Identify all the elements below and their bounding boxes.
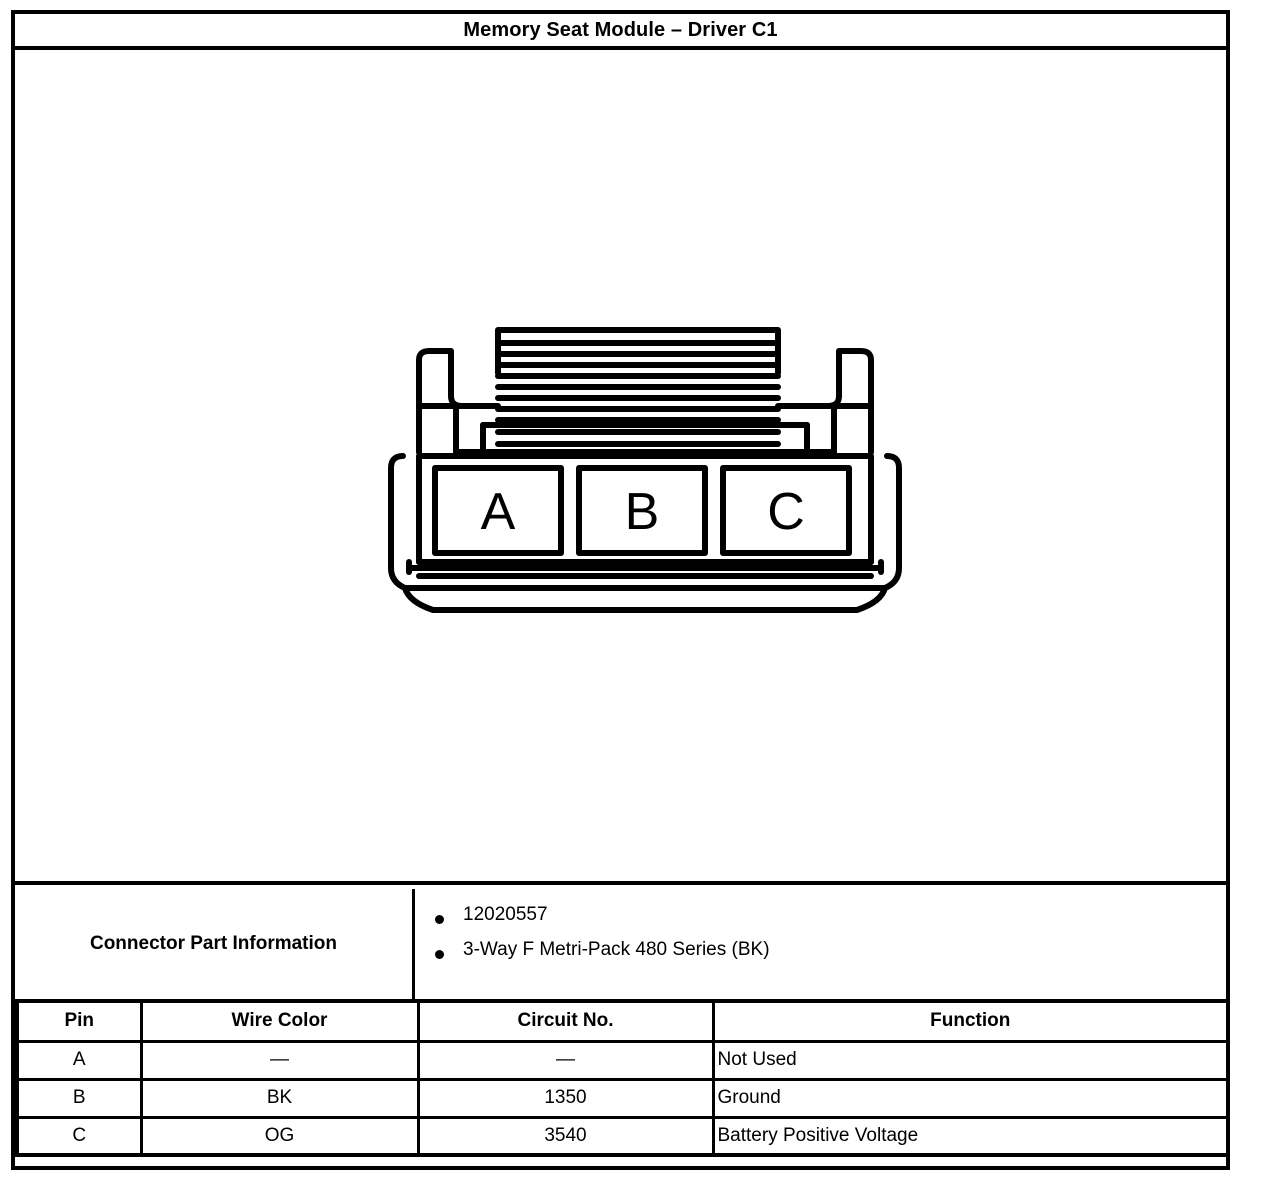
cell-pin: C [15, 1115, 143, 1157]
cell-pin: A [15, 1039, 143, 1081]
list-item: 12020557 [415, 905, 1226, 940]
cell-circuit-no: 3540 [416, 1115, 715, 1157]
table-row: B BK 1350 Ground [15, 1077, 1230, 1119]
cavity-label-b: B [625, 483, 660, 541]
cavity-label-c: C [767, 483, 805, 541]
connector-part-information-row: Connector Part Information 12020557 3-Wa… [15, 889, 1226, 1003]
cell-pin: B [15, 1077, 143, 1119]
cavity-c [720, 465, 852, 556]
cell-circuit-no: 1350 [416, 1077, 715, 1119]
connector-part-number: 12020557 [463, 904, 548, 925]
table-row: C OG 3540 Battery Positive Voltage [15, 1115, 1230, 1157]
shell-bottom-flange [402, 585, 888, 613]
shell-right-skirt [882, 453, 902, 591]
column-header-pin: Pin [15, 1003, 143, 1043]
connector-diagram: A B C [385, 310, 905, 645]
cell-function: Battery Positive Voltage [711, 1115, 1230, 1157]
table-header-row: Pin Wire Color Circuit No. Function [15, 1003, 1230, 1043]
pin-table: Pin Wire Color Circuit No. Function A — … [15, 1003, 1230, 1157]
page-title: Memory Seat Module – Driver C1 [463, 18, 778, 41]
cavity-b [576, 465, 708, 556]
cell-wire-color: OG [139, 1115, 420, 1157]
illustration-area: A B C [15, 54, 1226, 885]
list-item: 3-Way F Metri-Pack 480 Series (BK) [415, 940, 1226, 975]
column-header-wire-color: Wire Color [139, 1003, 420, 1043]
page-border [11, 10, 1230, 1170]
cell-circuit-no: — [416, 1039, 715, 1081]
table-row: A — — Not Used [15, 1039, 1230, 1081]
column-header-circuit-no: Circuit No. [416, 1003, 715, 1043]
bullet-icon [415, 905, 463, 928]
cell-wire-color: BK [139, 1077, 420, 1119]
connector-description: 3-Way F Metri-Pack 480 Series (BK) [463, 939, 770, 960]
cell-function: Not Used [711, 1039, 1230, 1081]
cell-wire-color: — [139, 1039, 420, 1081]
column-header-function: Function [711, 1003, 1230, 1043]
shell-left-skirt [388, 453, 408, 591]
connector-part-information-values: 12020557 3-Way F Metri-Pack 480 Series (… [415, 889, 1226, 999]
title-bar: Memory Seat Module – Driver C1 [15, 14, 1226, 50]
cell-function: Ground [711, 1077, 1230, 1119]
connector-end-view-svg: A B C [388, 327, 902, 613]
connector-part-information-label: Connector Part Information [15, 889, 415, 999]
cavity-label-a: A [481, 483, 516, 541]
bullet-icon [415, 940, 463, 963]
right-latch-wing [775, 348, 874, 455]
cavity-a [432, 465, 564, 556]
